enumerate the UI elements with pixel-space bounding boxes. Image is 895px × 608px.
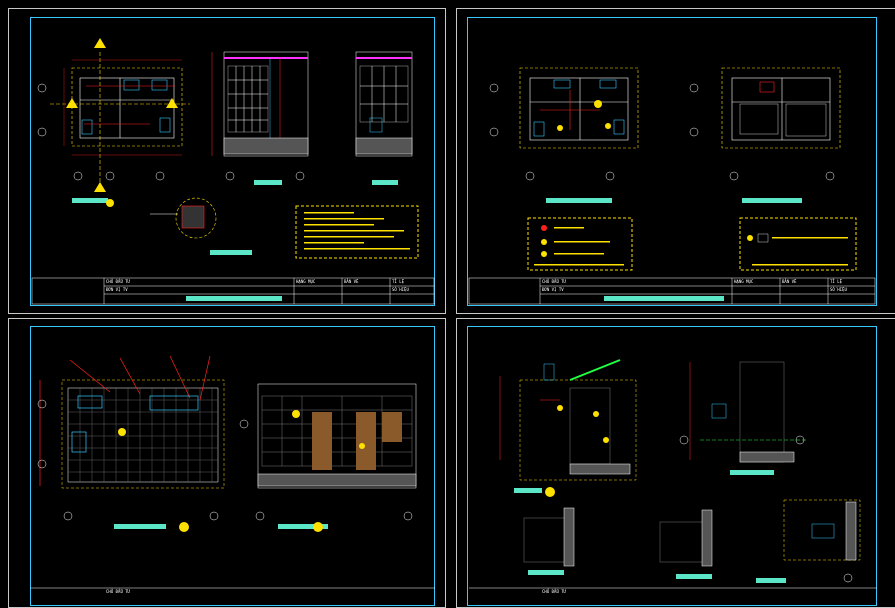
plan-title-bar: [72, 198, 108, 203]
title-block-top-left: [31, 277, 435, 305]
sheet-top-left: [8, 8, 446, 314]
tb-tr-c1: CHỦ ĐẦU TƯ: [542, 279, 567, 284]
tb-tl-c2: ĐƠN VỊ TV: [106, 287, 128, 292]
cad-drawing-canvas: [30, 38, 877, 589]
legend-box-b: [739, 217, 857, 271]
tb-tl-c6: SỐ HIỆU: [392, 287, 409, 292]
door-1: [312, 412, 332, 470]
section-elevation-bottom-left: [257, 383, 417, 489]
grid-bubbles-top-left: [37, 83, 165, 181]
door-3: [382, 412, 402, 442]
detail-circle-top-left: [150, 197, 217, 239]
door-2: [356, 412, 376, 470]
tb-br-c1: CHỦ ĐẦU TƯ: [542, 589, 567, 594]
plan-view-top-left: [50, 52, 190, 190]
tb-tl-c1: CHỦ ĐẦU TƯ: [106, 279, 131, 284]
sheet-top-right: [456, 8, 895, 314]
frame-top-right: [467, 17, 877, 306]
notes-text-lines: [304, 212, 410, 250]
tile-plan-bottom-left: [61, 379, 225, 489]
small-details-bottom-right: [523, 499, 861, 567]
tb-tr-c5: TỈ LỆ: [830, 279, 843, 284]
section-markers-top-left: [66, 38, 178, 192]
frame-top-left: [30, 17, 435, 306]
title-block-top-right: [468, 277, 876, 305]
tb-tl-c4: BẢN VẼ: [344, 279, 359, 284]
elevation-a-top-left: [211, 51, 309, 157]
plan-view-top-right-a: [519, 67, 639, 149]
elevation-b-top-left: [355, 51, 413, 157]
tb-tr-c6: SỐ HIỆU: [830, 287, 847, 292]
tb-bl-c1: CHỦ ĐẦU TƯ: [106, 589, 131, 594]
wall-detail-bottom-right: [689, 361, 806, 463]
tile-grid-lines: [68, 388, 218, 482]
plan-view-top-right-b: [721, 67, 841, 149]
roof-section-bottom-right: [499, 359, 637, 481]
tb-tr-c3: HẠNG MỤC: [734, 279, 754, 284]
tb-tl-c5: TỈ LỆ: [392, 279, 405, 284]
tb-tr-c2: ĐƠN VỊ TV: [542, 287, 564, 292]
tb-tl-c3: HẠNG MỤC: [296, 279, 316, 284]
legend-box-a: [527, 217, 633, 271]
tb-tr-c4: BẢN VẼ: [782, 279, 797, 284]
